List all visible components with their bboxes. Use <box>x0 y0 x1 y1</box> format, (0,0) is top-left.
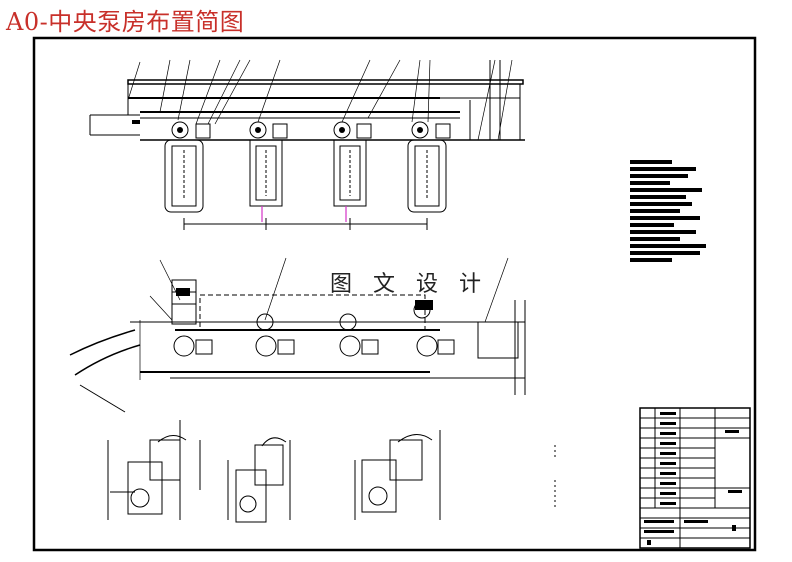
technical-notes <box>630 160 706 262</box>
sump-wells <box>164 139 447 213</box>
detail-view-right <box>354 430 556 520</box>
drawing-title: A0-中央泵房布置简图 <box>6 8 245 36</box>
detail-view-middle <box>227 437 291 523</box>
sheet-border <box>32 36 757 552</box>
leader-lines-top <box>127 59 513 141</box>
pump-group-middle <box>173 301 455 357</box>
pump-group-top <box>171 121 451 139</box>
equipment-fills <box>132 120 433 310</box>
title-block-marks <box>644 412 742 545</box>
watermark-text: 图 文 设 计 <box>330 272 488 297</box>
title-block <box>639 407 751 549</box>
top-plan-view <box>89 59 525 230</box>
detail-view-left <box>107 420 201 520</box>
